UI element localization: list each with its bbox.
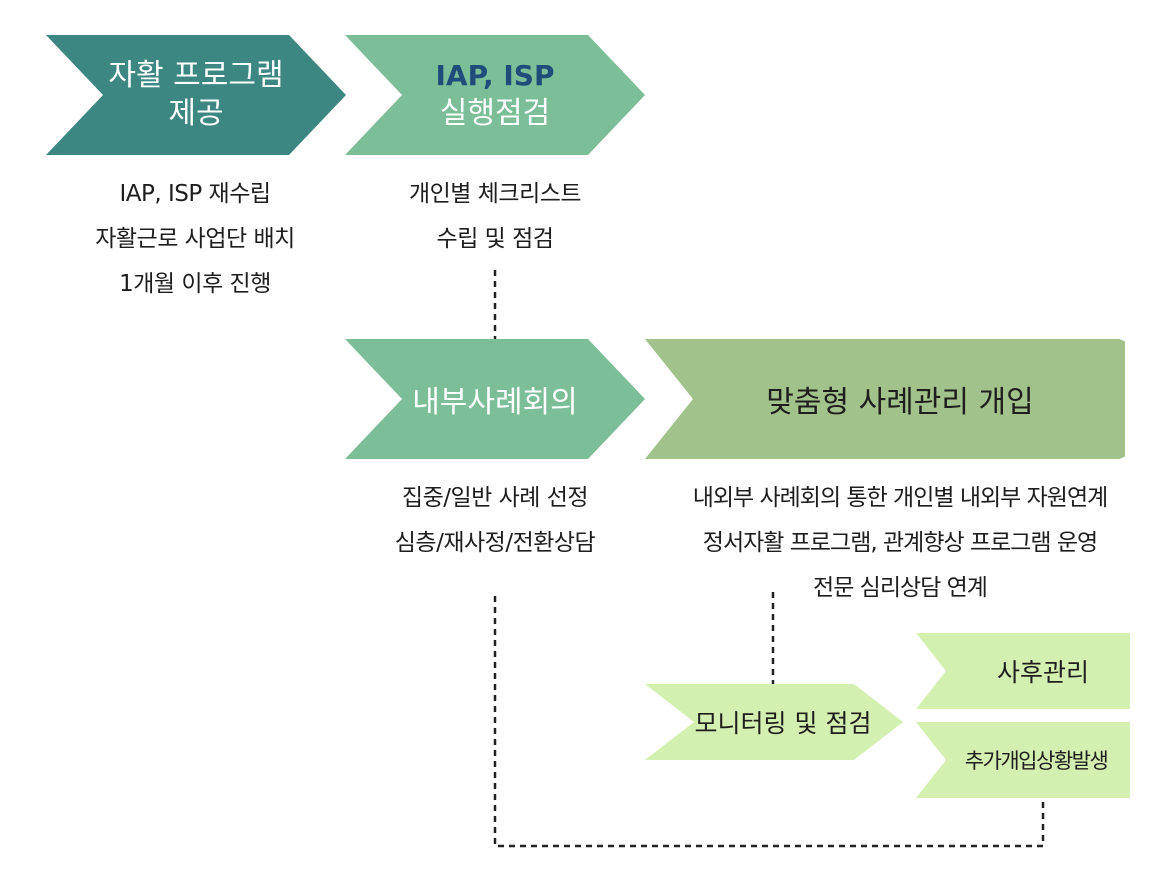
step-custom-intervention-label: 맞춤형 사례관리 개입 — [766, 385, 1034, 420]
description-check: 개인별 체크리스트 수립 및 점검 — [340, 172, 650, 262]
description-program-line-1: IAP, ISP 재수립 — [119, 181, 271, 207]
description-custom-intervention-line-2: 정서자활 프로그램, 관계향상 프로그램 운영 — [702, 530, 1098, 556]
step-aftercare-label: 사후관리 — [996, 658, 1089, 687]
step-check-line-2: 실행점검 — [439, 96, 551, 131]
step-program-line-2: 제공 — [168, 96, 224, 131]
step-additional-intervention-label: 추가개입상황발생 — [964, 749, 1109, 773]
description-internal-case-meeting: 집중/일반 사례 선정 심층/재사정/전환상담 — [340, 476, 650, 566]
description-custom-intervention-line-3: 전문 심리상담 연계 — [813, 575, 988, 601]
description-program-line-3: 1개월 이후 진행 — [119, 271, 271, 297]
description-check-line-2: 수립 및 점검 — [436, 226, 554, 252]
step-monitoring-label: 모니터링 및 점검 — [694, 709, 872, 738]
description-program: IAP, ISP 재수립 자활근로 사업단 배치 1개월 이후 진행 — [40, 172, 350, 307]
description-custom-intervention: 내외부 사례회의 통한 개인별 내외부 자원연계 정서자활 프로그램, 관계향상… — [640, 476, 1160, 611]
step-internal-case-meeting-label: 내부사례회의 — [412, 385, 578, 420]
description-internal-case-meeting-line-2: 심층/재사정/전환상담 — [394, 530, 596, 556]
step-aftercare-tag: 사후관리 — [916, 633, 1130, 709]
step-program-line-1: 자활 프로그램 — [108, 58, 284, 93]
description-custom-intervention-line-1: 내외부 사례회의 통한 개인별 내외부 자원연계 — [692, 485, 1109, 511]
connector-feedback-loop — [493, 596, 1045, 848]
step-check-line-1: IAP, ISP — [435, 59, 555, 92]
step-custom-intervention-arrow: 맞춤형 사례관리 개입 — [645, 339, 1125, 459]
description-program-line-2: 자활근로 사업단 배치 — [95, 226, 295, 252]
step-additional-intervention-tag: 추가개입상황발생 — [916, 722, 1130, 798]
step-check-chevron: IAP, ISP 실행점검 — [345, 35, 645, 155]
description-internal-case-meeting-line-1: 집중/일반 사례 선정 — [401, 485, 589, 511]
description-check-line-1: 개인별 체크리스트 — [408, 181, 582, 207]
